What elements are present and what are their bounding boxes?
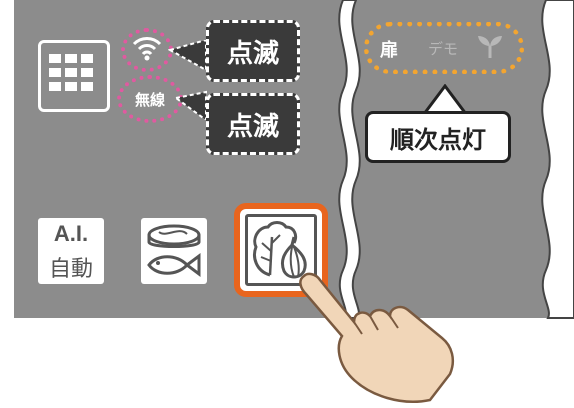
ai-label: A.I. (53, 221, 89, 246)
grid-icon[interactable] (38, 40, 110, 112)
sequential-light-callout: 順次点灯 (365, 111, 511, 163)
fish-meat-icon (147, 224, 201, 277)
wireless-label: 無線 (134, 90, 165, 109)
demo-indicator: デモ (428, 40, 459, 58)
fish-meat-button[interactable] (141, 218, 207, 284)
door-indicator: 扉 (380, 40, 398, 61)
sequence-highlight (364, 22, 524, 74)
blink-callout: 点滅 (206, 20, 300, 82)
auto-label: 自動 (48, 257, 93, 282)
callout-pointer (422, 84, 468, 114)
vegetable-icon (253, 221, 307, 279)
wifi-icon (132, 37, 162, 61)
hand-pointer-icon (299, 272, 454, 403)
callout-pointers (168, 40, 207, 120)
blink-callout: 点滅 (206, 93, 300, 155)
ai-auto-button[interactable] (38, 218, 104, 284)
sprout-icon (478, 36, 502, 58)
